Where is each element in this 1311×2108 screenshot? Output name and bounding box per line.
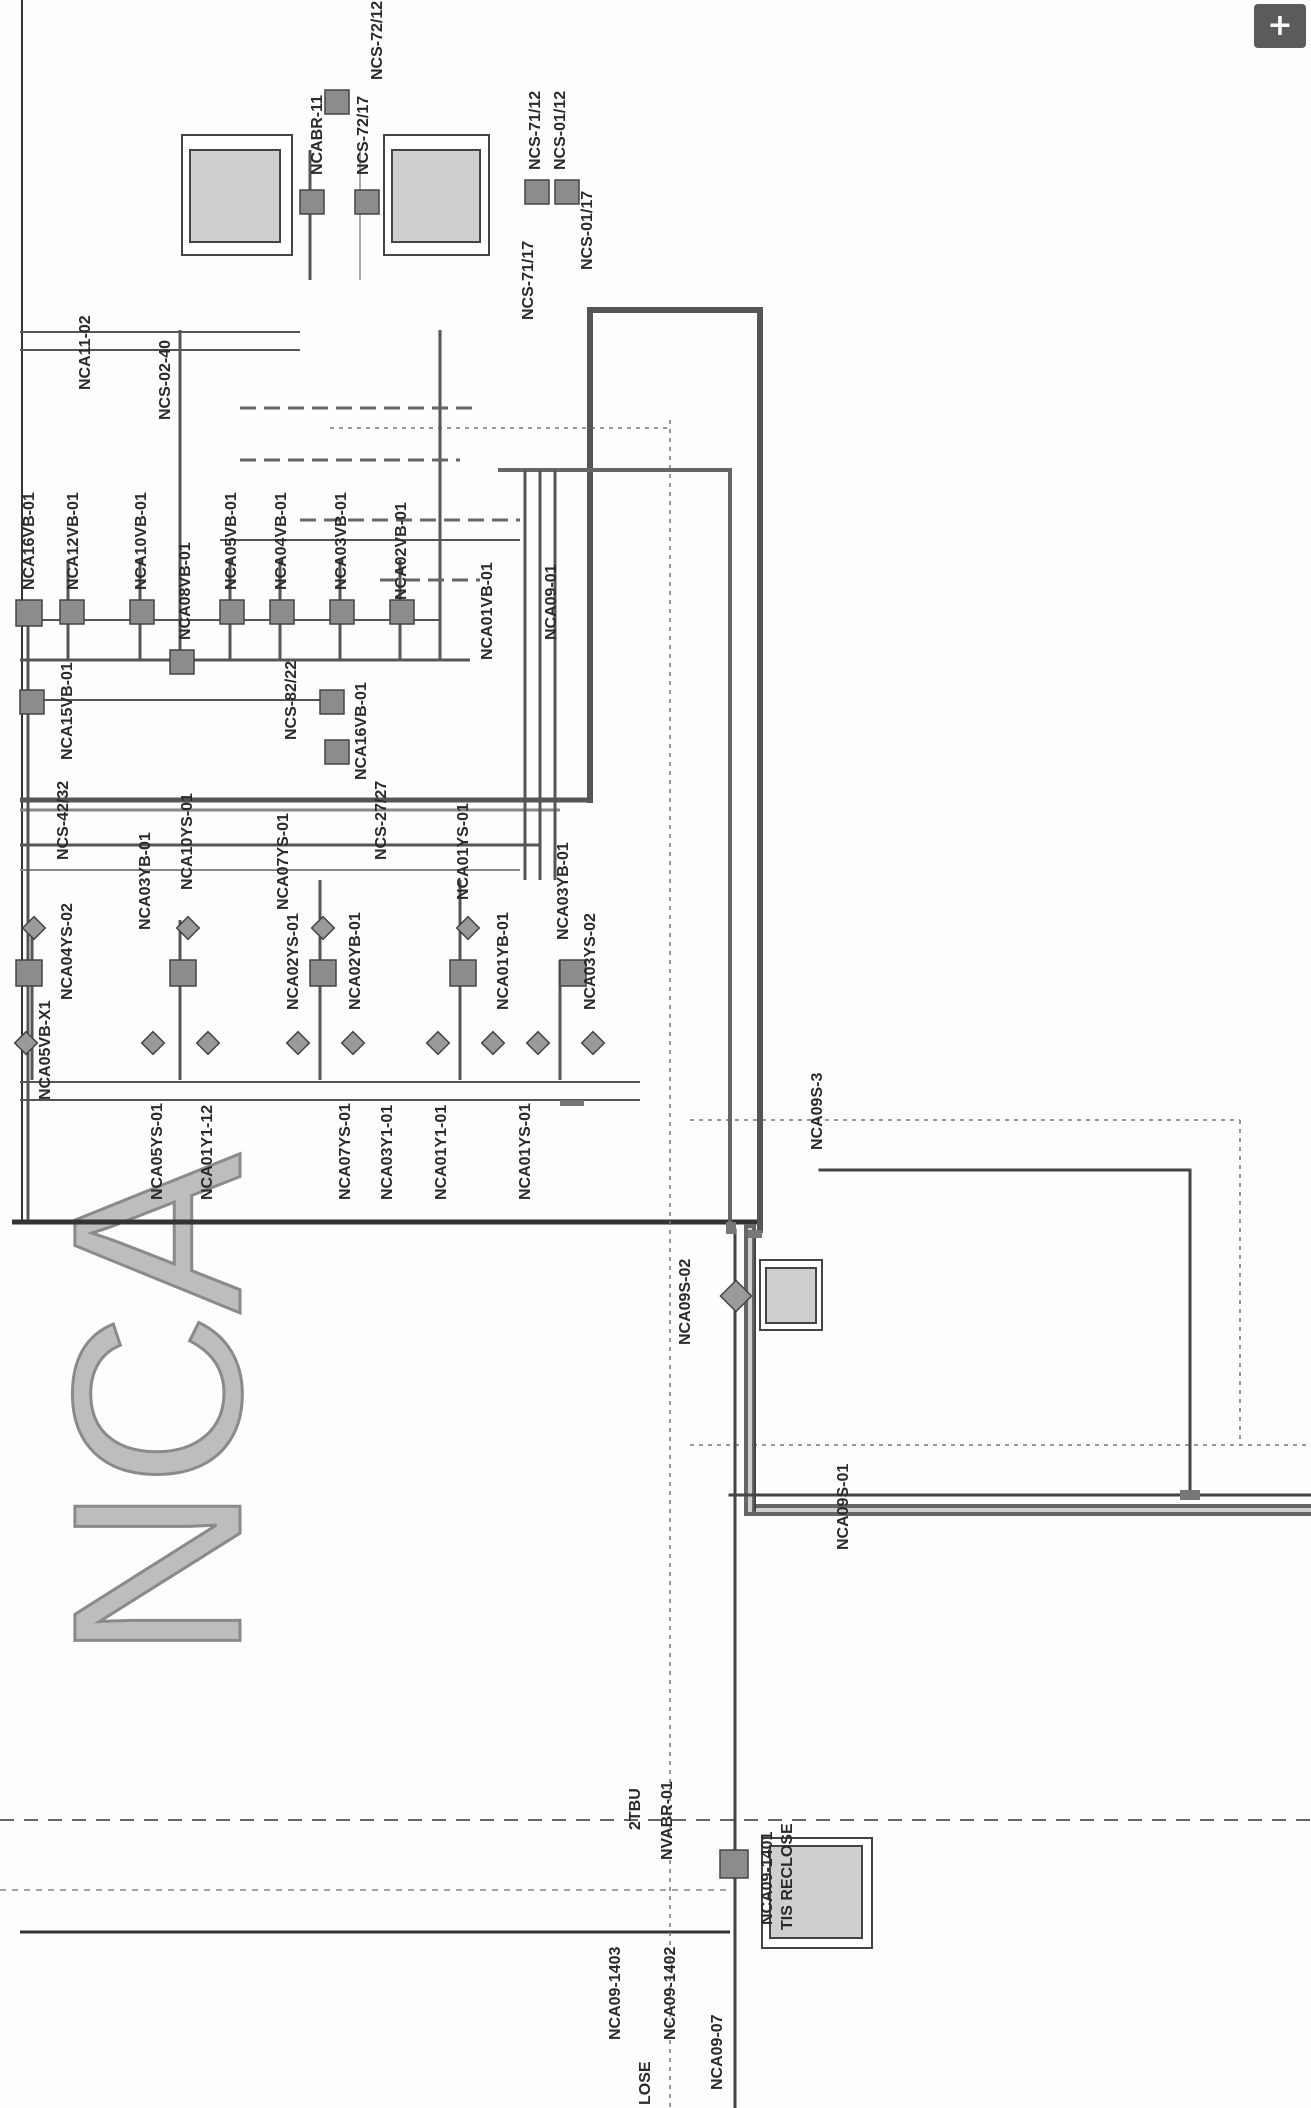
label-nca15vb: NCA15VB-01	[59, 662, 76, 760]
label-ncs7217: NCS-72/17	[355, 96, 372, 175]
info-boxes	[181, 134, 873, 1949]
label-nca09s1: NCA09S-01	[835, 1464, 852, 1550]
label-ncs4232: NCS-42/32	[55, 781, 72, 860]
disconnector-diamonds	[13, 915, 753, 1313]
label-ncs8222: NCS-82/22	[283, 661, 300, 740]
label-nca09s: NCA09-01	[543, 564, 560, 640]
label-nca10ys: NCA10YS-01	[179, 793, 196, 890]
label-ncs0112: NCS-01/12	[552, 91, 569, 170]
markers	[560, 1100, 1200, 1500]
label-nca01y: NCA01Y1-01	[433, 1105, 450, 1200]
label-nca04vb: NCA04VB-01	[273, 492, 290, 590]
label-ncabr11: NCABR-11	[309, 95, 326, 175]
label-nca03vb: NCA03VB-01	[333, 492, 350, 590]
label-nca01ys2: NCA01YS-01	[517, 1103, 534, 1200]
bus-lines	[20, 150, 640, 1101]
label-nca1102: NCA11-02	[77, 315, 94, 390]
label-nca05y: NCA05YS-01	[149, 1103, 166, 1200]
label-nca12vb: NCA12VB-01	[65, 492, 82, 590]
label-reclose: TIS RECLOSE	[779, 1823, 796, 1930]
label-nca03yb2: NCA03YB-01	[555, 842, 572, 940]
label-nca01vb: NCA01VB-01	[479, 562, 496, 660]
label-nvabr01: NVABR-01	[659, 1781, 676, 1860]
label-nca01ys: NCA01YS-01	[455, 803, 472, 900]
label-nca07ys: NCA07YS-01	[275, 813, 292, 910]
label-ncs0240: NCS-02-40	[157, 340, 174, 420]
feeder-droppers	[26, 470, 562, 1220]
label-nca03yb: NCA03YB-01	[137, 832, 154, 930]
label-nca091402: NCA09-1402	[662, 1947, 679, 2040]
label-nca02yb: NCA02YB-01	[347, 912, 364, 1010]
label-ncs7212: NCS-72/12	[369, 1, 386, 80]
label-nca04ys: NCA04YS-02	[59, 903, 76, 1000]
label-nca01yb: NCA01YB-01	[495, 912, 512, 1010]
label-ncs0117: NCS-01/17	[579, 191, 596, 270]
label-nca10vb: NCA10VB-01	[133, 492, 150, 590]
label-ncs7117: NCS-71/17	[520, 241, 537, 320]
label-nca05vbx: NCA05VB-X1	[37, 1000, 54, 1100]
label-nca03ys2: NCA03YS-02	[582, 913, 599, 1010]
label-nca09s3: NCA09S-3	[809, 1073, 826, 1150]
label-mark: 2TBU	[627, 1788, 644, 1830]
label-nca07y: NCA07YS-01	[337, 1103, 354, 1200]
label-nca16vb: NCA16VB-01	[21, 492, 38, 590]
area-label: NCA	[23, 1153, 291, 1660]
label-nca091401: NCA09-1401	[759, 1832, 776, 1925]
label-nca05vb: NCA05VB-01	[223, 492, 240, 590]
dashed-links	[240, 406, 520, 582]
label-nca02ys: NCA02YS-01	[285, 913, 302, 1010]
label-nca02vb: NCA02VB-01	[393, 502, 410, 600]
label-nca091403: NCA09-1403	[607, 1947, 624, 2040]
zoom-in-button[interactable]: +	[1254, 4, 1306, 48]
device-labels: NCABR-11 NCS-72/17 NCS-72/12 NCS-71/12 N…	[21, 1, 852, 2105]
label-nca08vb: NCA08VB-01	[177, 542, 194, 640]
main-feeders	[498, 307, 1311, 2108]
label-nca03y: NCA03Y1-01	[379, 1105, 396, 1200]
label-ncs7112: NCS-71/12	[527, 91, 544, 170]
label-nca0907: NCA09-07	[709, 2014, 726, 2090]
label-close: LOSE	[637, 2061, 654, 2105]
label-nca16vb-b: NCA16VB-01	[353, 682, 370, 780]
label-nca01y12: NCA01Y1-12	[199, 1105, 216, 1200]
switch-squares	[15, 89, 749, 1879]
label-ncs2727: NCS-27/27	[373, 781, 390, 860]
label-nca09s2: NCA09S-02	[677, 1259, 694, 1345]
